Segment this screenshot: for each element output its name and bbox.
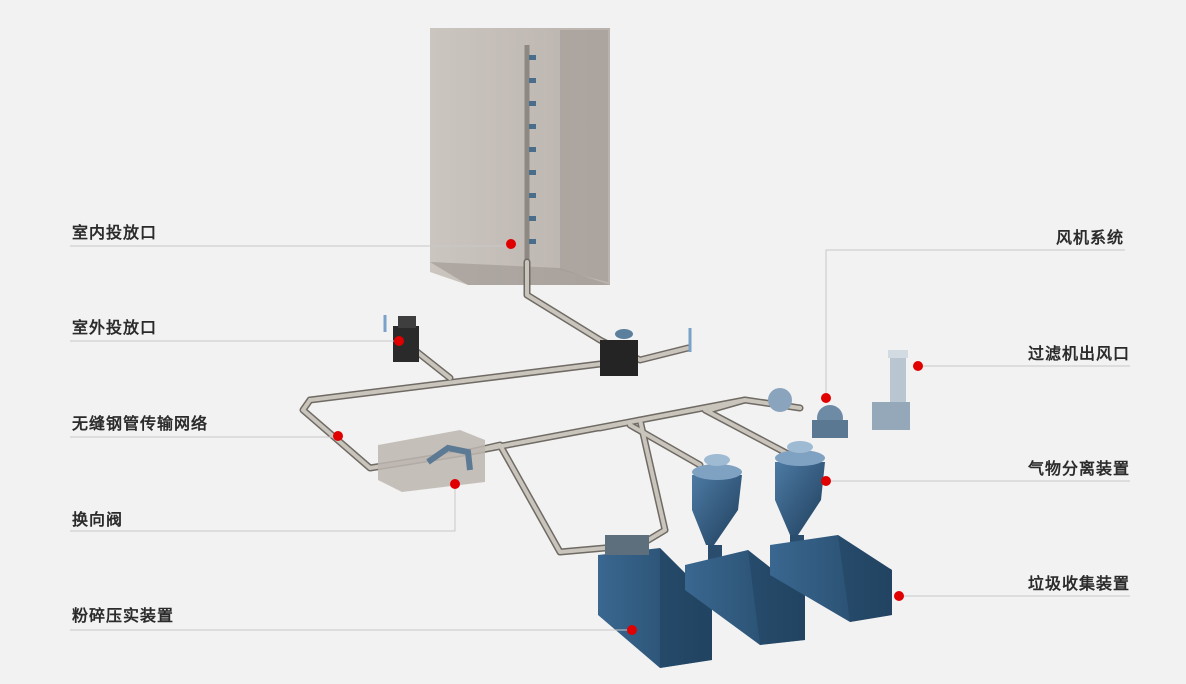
building-tower [430, 28, 610, 285]
marker-indoor-inlet [506, 239, 516, 249]
label-collector: 垃圾收集装置 [1027, 574, 1130, 593]
marker-collector [894, 591, 904, 601]
marker-compactor [627, 625, 637, 635]
cyclone-separator-1 [692, 454, 742, 567]
markers [333, 239, 923, 635]
diverter-valve-unit [378, 430, 485, 492]
collector-unit-2 [770, 535, 892, 622]
label-pipe-network: 无缝钢管传输网络 [72, 414, 209, 433]
label-indoor-inlet: 室内投放口 [72, 223, 158, 242]
vertical-chute [524, 45, 536, 262]
marker-pipe-network [333, 431, 343, 441]
marker-filter-outlet [913, 361, 923, 371]
label-fan-system: 风机系统 [1055, 228, 1124, 247]
label-outdoor-inlet: 室外投放口 [72, 318, 158, 337]
filter-outlet-unit [872, 350, 910, 430]
marker-diverter-valve [450, 479, 460, 489]
transfer-station [600, 328, 692, 376]
label-separator: 气物分离装置 [1027, 459, 1130, 478]
marker-separator [821, 476, 831, 486]
fan-unit [768, 388, 848, 438]
leader-lines [70, 245, 1130, 631]
marker-outdoor-inlet [394, 336, 404, 346]
label-filter-outlet: 过滤机出风口 [1027, 344, 1130, 363]
marker-fan-system [821, 393, 831, 403]
compactor-unit [598, 535, 712, 668]
label-diverter-valve: 换向阀 [72, 510, 124, 529]
cyclone-separator-2 [775, 441, 825, 557]
label-compactor: 粉碎压实装置 [72, 606, 175, 625]
